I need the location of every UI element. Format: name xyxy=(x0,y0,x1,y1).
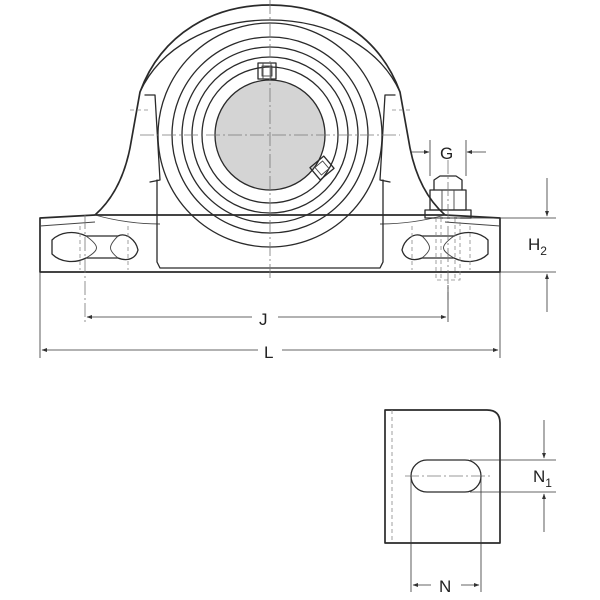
dimension-n1: N1 xyxy=(533,420,552,532)
dim-label-h2: H2 xyxy=(528,235,547,258)
dim-label-n: N xyxy=(439,577,451,596)
dimension-j: J xyxy=(86,310,447,329)
right-foot-slot xyxy=(401,231,489,263)
dim-label-g: G xyxy=(440,144,453,163)
foot-slot xyxy=(410,459,482,493)
dimension-g: G xyxy=(410,144,486,163)
dim-label-l: L xyxy=(264,343,273,362)
dim-label-n1: N1 xyxy=(533,467,552,490)
housing-cap xyxy=(139,19,401,93)
dimension-h2: H2 xyxy=(528,178,549,312)
foot-detail-view xyxy=(384,409,556,592)
foot-outline xyxy=(384,409,501,544)
front-view xyxy=(39,0,556,358)
dimension-l: L xyxy=(41,343,499,362)
dim-label-j: J xyxy=(259,310,268,329)
set-screw-side xyxy=(309,155,335,181)
dimension-n: N xyxy=(412,577,480,596)
left-foot-slot xyxy=(51,231,139,263)
set-screw-top xyxy=(257,62,277,80)
